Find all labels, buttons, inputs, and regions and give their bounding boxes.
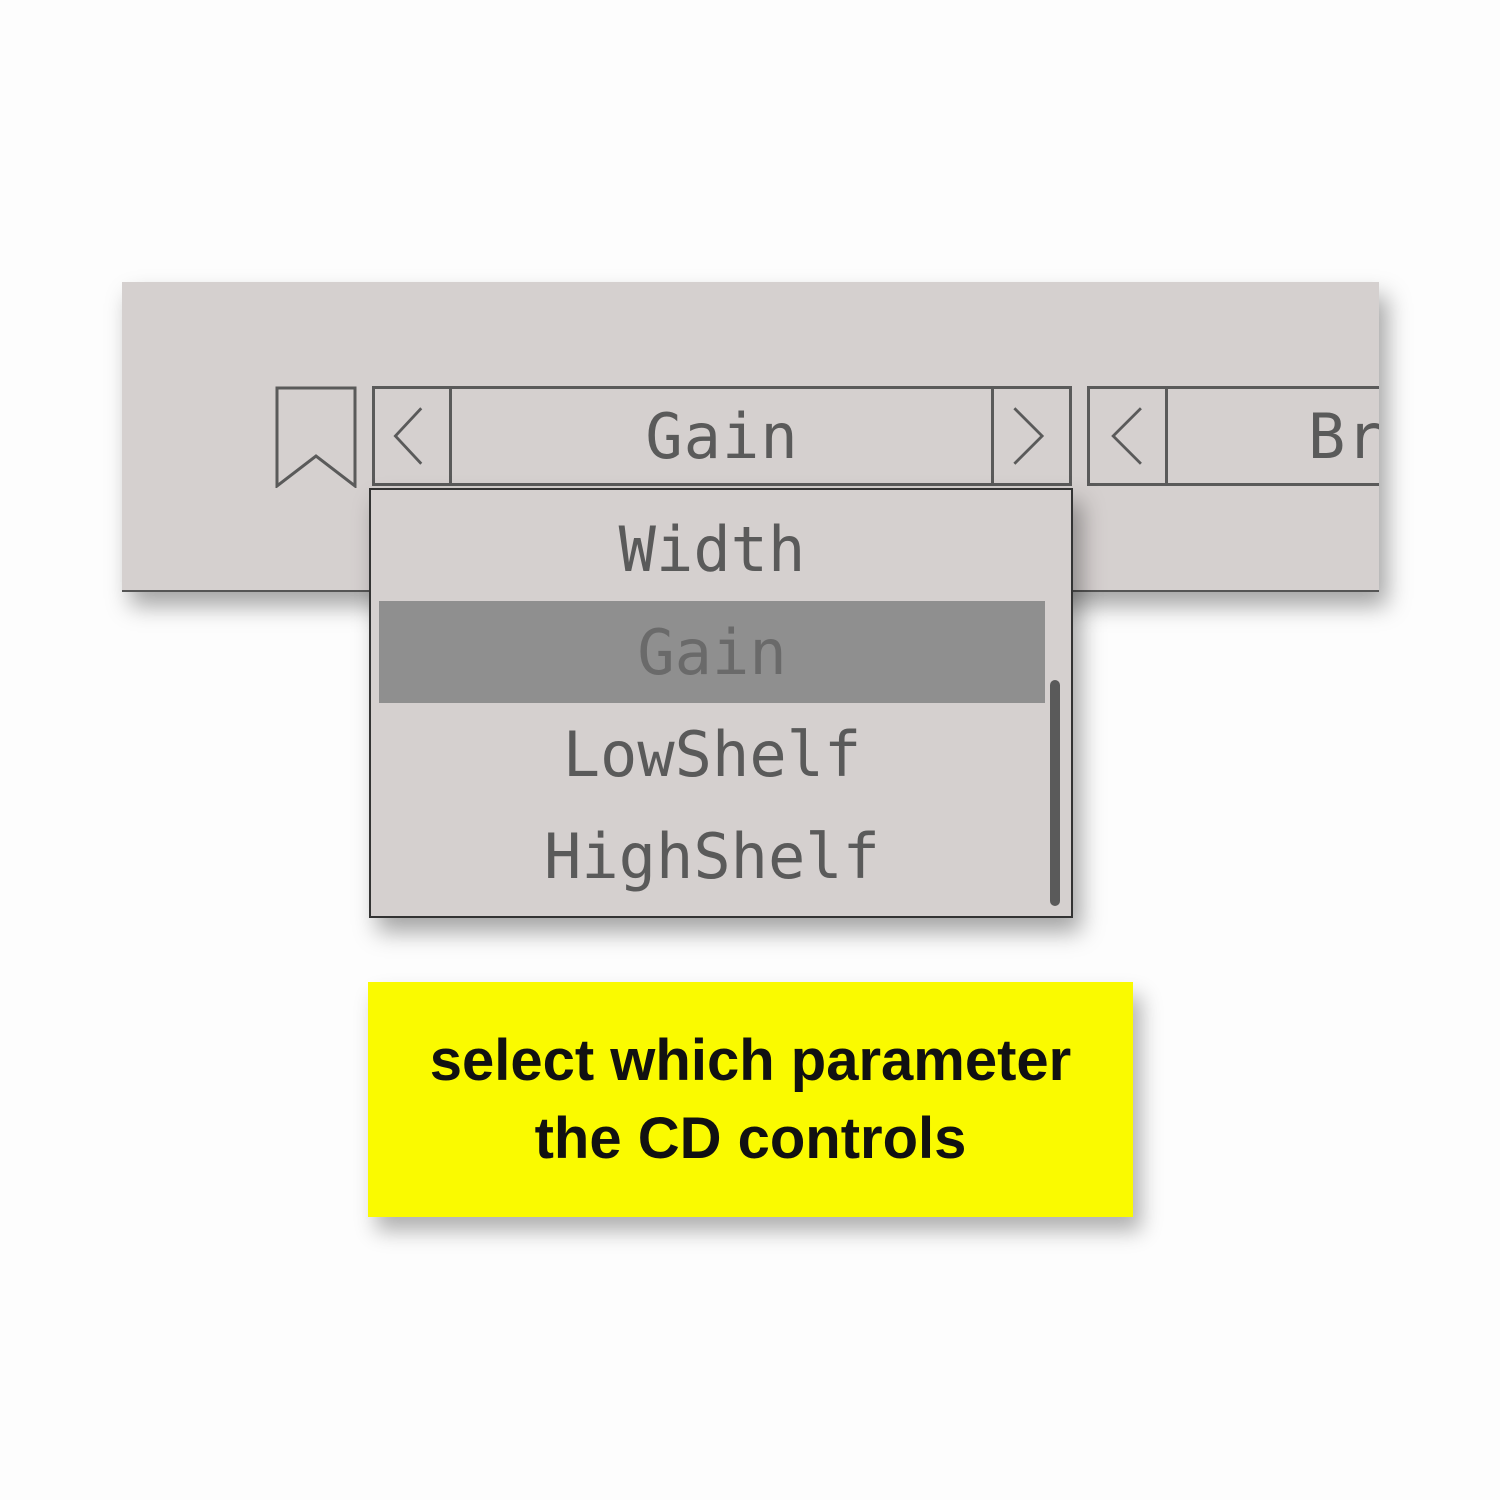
annotation-line-1: select which parameter: [429, 1027, 1072, 1093]
option-label: HighShelf: [544, 819, 880, 893]
dropdown-option-lowshelf[interactable]: LowShelf: [379, 703, 1045, 805]
scrollbar-thumb[interactable]: [1050, 680, 1060, 906]
previous-parameter-button[interactable]: [372, 386, 452, 486]
previous-button-2[interactable]: [1087, 386, 1168, 486]
option-label: Gain: [637, 615, 787, 689]
next-parameter-button[interactable]: [991, 386, 1072, 486]
second-parameter-value: Bra: [1308, 399, 1379, 473]
annotation-line-2: the CD controls: [534, 1105, 967, 1171]
chevron-left-icon: [393, 407, 423, 465]
parameter-select-value: Gain: [645, 399, 799, 473]
parameter-select[interactable]: Gain: [450, 386, 994, 486]
dropdown-option-gain[interactable]: Gain: [379, 601, 1045, 703]
chevron-right-icon: [1013, 407, 1045, 465]
bookmark-icon[interactable]: [275, 386, 357, 488]
dropdown-option-width[interactable]: Width: [379, 498, 1045, 600]
parameter-dropdown[interactable]: Width Gain LowShelf HighShelf: [369, 488, 1073, 918]
chevron-left-icon: [1111, 407, 1142, 465]
annotation-callout: select which parameter the CD controls: [368, 982, 1133, 1217]
dropdown-option-highshelf[interactable]: HighShelf: [379, 805, 1045, 907]
option-label: LowShelf: [562, 717, 862, 791]
second-parameter-select[interactable]: Bra: [1165, 386, 1379, 486]
option-label: Width: [618, 512, 806, 586]
